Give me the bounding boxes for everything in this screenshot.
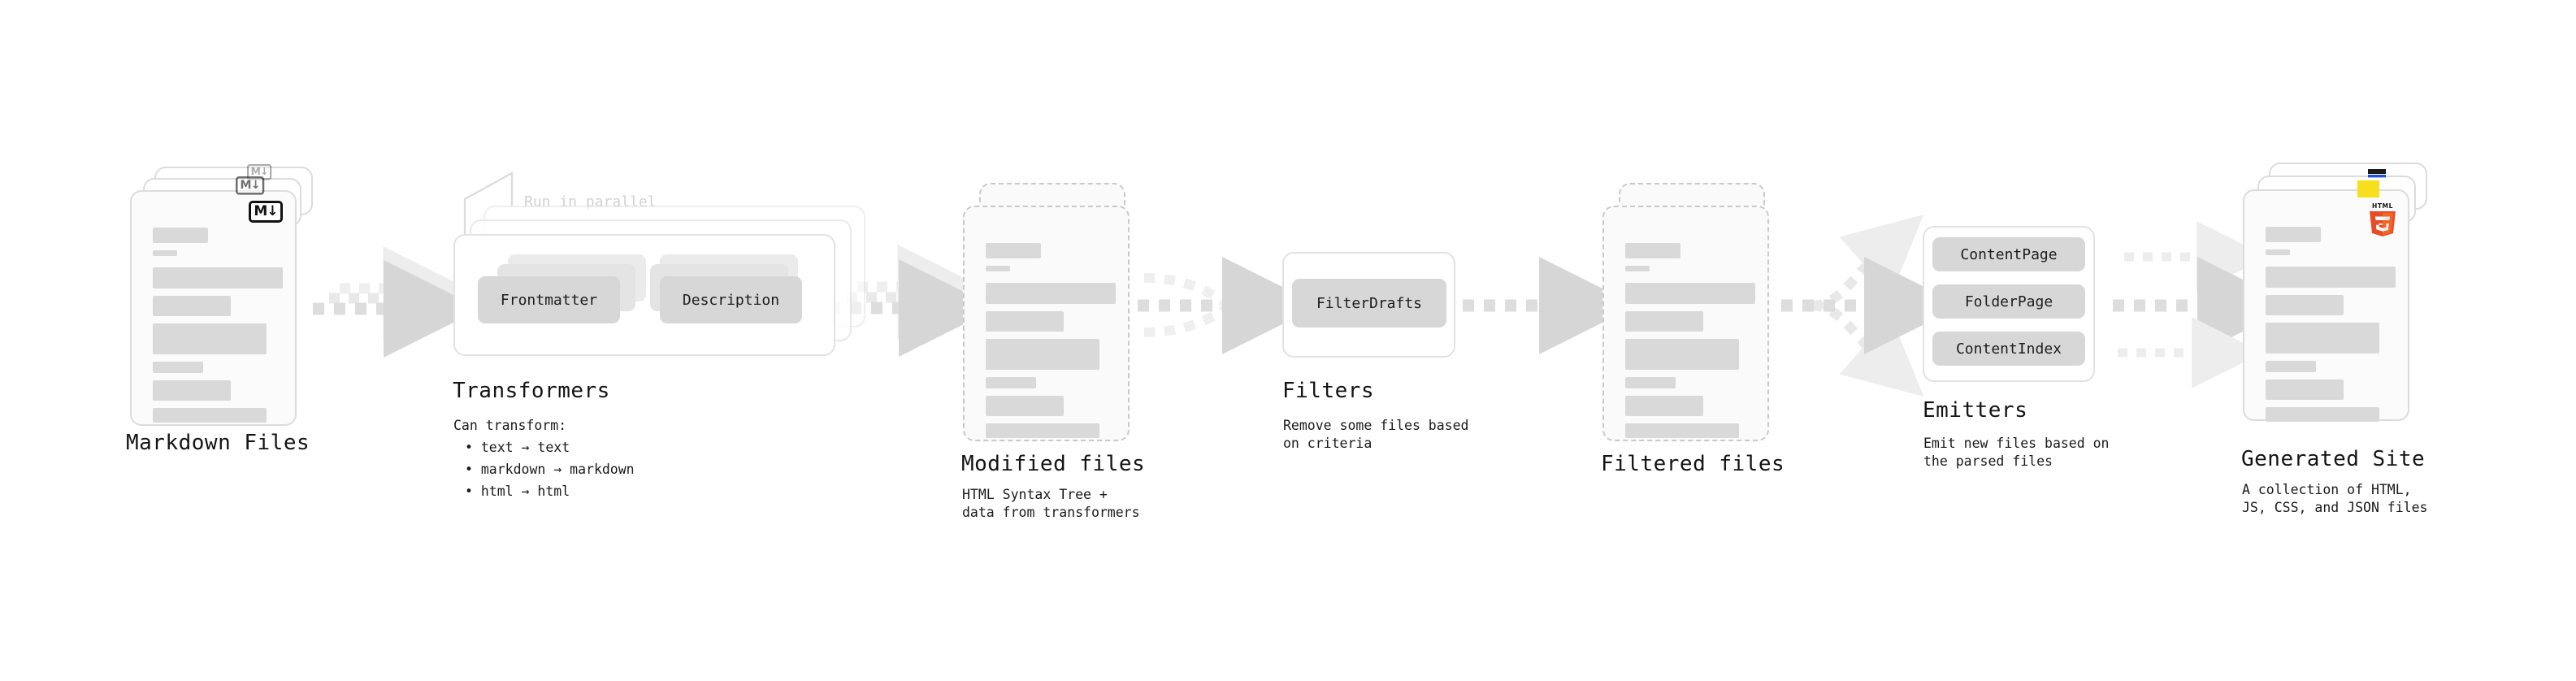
arrow-emitters-to-site: [2113, 221, 2295, 388]
chip-description[interactable]: Description: [660, 276, 802, 323]
chip-filterdrafts[interactable]: FilterDrafts: [1292, 279, 1446, 327]
doc-content-lines: [153, 228, 283, 430]
transformers-bullet-2: • html → html: [465, 484, 570, 499]
stage-subtitle-filters: Remove some files based on criteria: [1283, 418, 1469, 452]
stage-subtitle-modified-files: HTML Syntax Tree + data from transformer…: [962, 487, 1140, 521]
file-card-front: [2243, 189, 2409, 422]
arrow-modified-to-filters: [1138, 257, 1320, 354]
javascript-icon: [2357, 180, 2379, 197]
markdown-icon-back-1: M↓: [236, 176, 265, 195]
stage-title-modified-files: Modified files: [961, 452, 1146, 476]
doc-content-lines: [1625, 243, 1755, 445]
chip-contentindex[interactable]: ContentIndex: [1932, 332, 2085, 366]
stage-title-markdown-files: Markdown Files: [126, 431, 310, 455]
chip-contentpage[interactable]: ContentPage: [1932, 237, 2085, 271]
chip-folderpage[interactable]: FolderPage: [1932, 284, 2085, 319]
chip-frontmatter[interactable]: Frontmatter: [478, 276, 620, 323]
markdown-icon: M↓: [249, 201, 283, 223]
filtered-file-stack: [1602, 183, 1789, 443]
stage-title-generated-site: Generated Site: [2241, 447, 2426, 471]
svg-text:HTML: HTML: [2372, 202, 2393, 210]
markdown-file-stack: M↓ M↓ M↓: [130, 164, 317, 427]
stage-title-filters: Filters: [1282, 379, 1375, 403]
css3-icon: [2366, 166, 2387, 178]
doc-content-lines: [986, 243, 1116, 445]
transformers-bullet-1: • markdown → markdown: [465, 462, 635, 477]
file-card-front: [130, 190, 297, 426]
doc-content-lines: [2266, 227, 2396, 429]
stage-title-filtered-files: Filtered files: [1601, 452, 1785, 476]
transformers-bullet-0: • text → text: [465, 440, 570, 455]
stage-subtitle-transformers: Can transform:: [453, 418, 567, 433]
stage-title-transformers: Transformers: [453, 379, 610, 403]
html5-icon: HTML: [2366, 201, 2399, 238]
arrow-markdown-to-transformers: [313, 246, 481, 358]
file-card-front: [1602, 206, 1769, 441]
stage-subtitle-emitters: Emit new files based on the parsed files: [1923, 436, 2110, 470]
modified-file-stack: [963, 183, 1150, 443]
stage-title-emitters: Emitters: [1923, 398, 2028, 423]
file-card-front: [963, 206, 1130, 441]
arrow-filtered-to-emitters: [1781, 215, 1962, 397]
stage-subtitle-generated-site: A collection of HTML, JS, CSS, and JSON …: [2242, 482, 2428, 516]
generated-site-file-stack: HTML: [2243, 163, 2438, 431]
